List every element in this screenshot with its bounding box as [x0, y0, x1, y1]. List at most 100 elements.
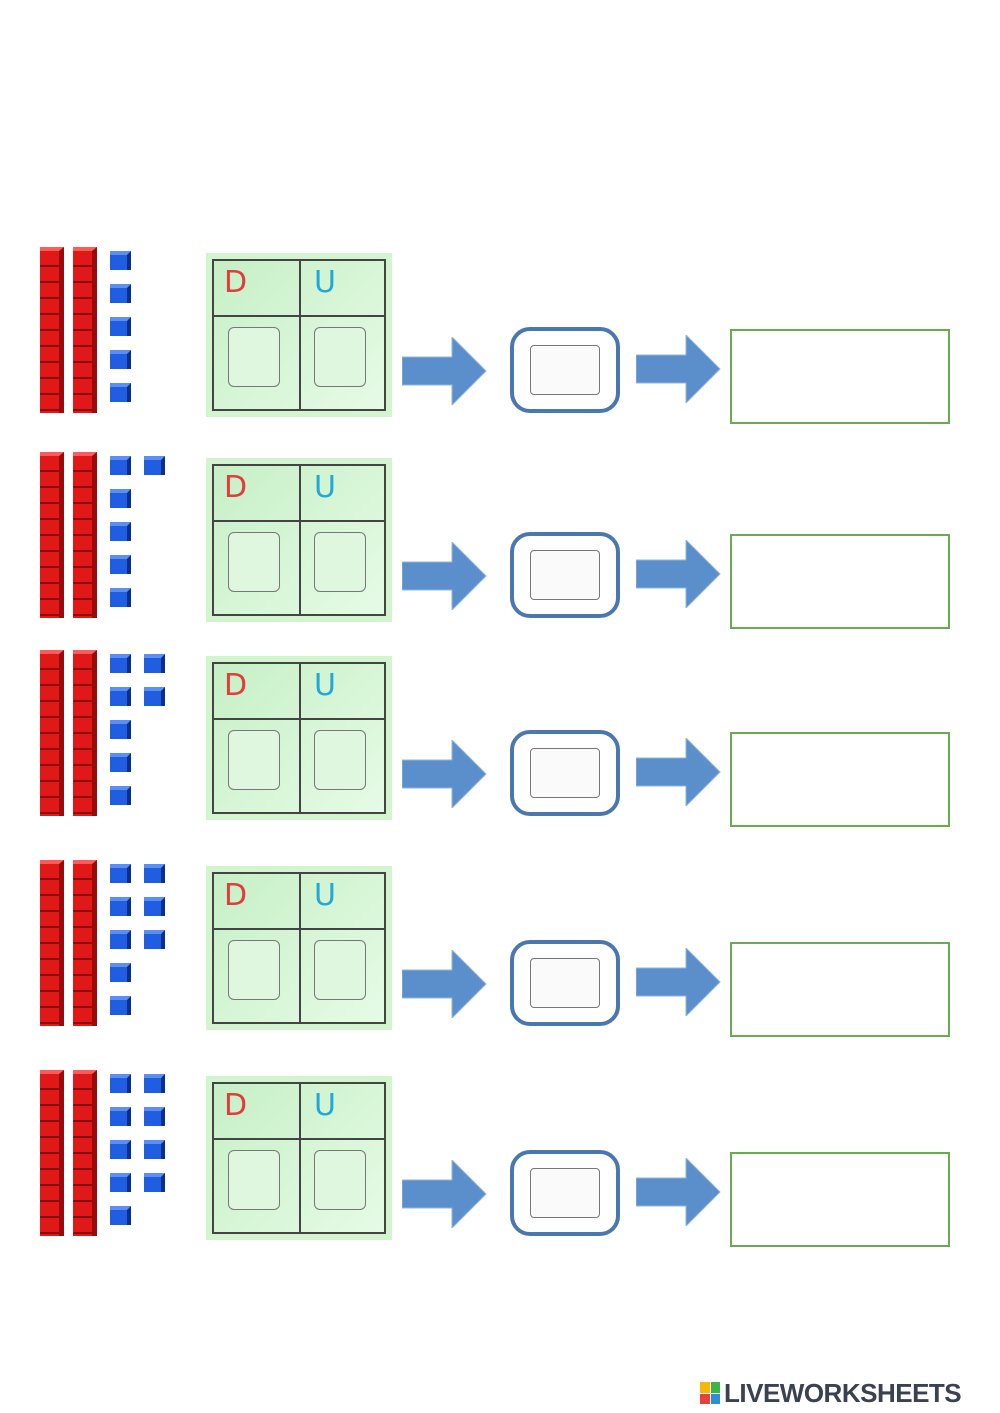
unit-cube [110, 687, 131, 706]
right-arrow-icon [636, 1158, 721, 1226]
units-input-box[interactable] [314, 1150, 366, 1210]
unit-cube [144, 1173, 165, 1192]
tens-rod [40, 1070, 64, 1236]
number-box [510, 1150, 620, 1236]
tens-input-box[interactable] [228, 532, 280, 592]
unit-cube [144, 1140, 165, 1159]
number-input-box[interactable] [530, 958, 600, 1008]
tens-column-label: D [224, 470, 248, 505]
unit-cube [110, 555, 131, 574]
units-input-box[interactable] [314, 327, 366, 387]
units-column-label: U [314, 470, 336, 505]
brand-name: LIVEWORKSHEETS [724, 1377, 962, 1408]
tens-rod [40, 860, 64, 1026]
tens-column-label: D [224, 878, 248, 913]
tens-input-box[interactable] [228, 327, 280, 387]
units-column-label: U [314, 668, 336, 703]
table-divider [299, 466, 301, 614]
number-input-box[interactable] [530, 550, 600, 600]
table-divider [299, 874, 301, 1022]
tens-input-box[interactable] [228, 1150, 280, 1210]
right-arrow-icon [636, 335, 721, 403]
number-box [510, 327, 620, 413]
unit-cube [110, 963, 131, 982]
units-input-box[interactable] [314, 532, 366, 592]
units-column-label: U [314, 1088, 336, 1123]
tens-input-box[interactable] [228, 730, 280, 790]
unit-cube [144, 1107, 165, 1126]
answer-input-box[interactable] [730, 329, 950, 424]
unit-cube [110, 897, 131, 916]
unit-cube [144, 897, 165, 916]
unit-cube [110, 1107, 131, 1126]
number-input-box[interactable] [530, 1168, 600, 1218]
unit-cube [110, 930, 131, 949]
unit-cube [110, 864, 131, 883]
unit-cube [110, 720, 131, 739]
number-box [510, 532, 620, 618]
units-input-box[interactable] [314, 730, 366, 790]
number-box [510, 940, 620, 1026]
answer-input-box[interactable] [730, 942, 950, 1037]
table-divider [214, 520, 384, 522]
tens-rod [73, 452, 97, 618]
unit-cube [144, 687, 165, 706]
right-arrow-icon [636, 948, 721, 1016]
table-divider [214, 1138, 384, 1140]
answer-input-box[interactable] [730, 732, 950, 827]
right-arrow-icon [402, 950, 487, 1018]
answer-input-box[interactable] [730, 1152, 950, 1247]
unit-cube [110, 588, 131, 607]
right-arrow-icon [636, 540, 721, 608]
table-divider [299, 261, 301, 409]
tens-column-label: D [224, 1088, 248, 1123]
table-divider [214, 928, 384, 930]
tens-column-label: D [224, 668, 248, 703]
unit-cube [110, 786, 131, 805]
unit-cube [110, 489, 131, 508]
units-column-label: U [314, 878, 336, 913]
unit-cube [110, 996, 131, 1015]
unit-cube [144, 1074, 165, 1093]
unit-cube [110, 753, 131, 772]
tens-rod [40, 650, 64, 816]
unit-cube [110, 456, 131, 475]
unit-cube [110, 522, 131, 541]
table-divider [299, 664, 301, 812]
tens-rod [73, 247, 97, 413]
unit-cube [110, 284, 131, 303]
right-arrow-icon [402, 740, 487, 808]
tens-rod [40, 452, 64, 618]
units-input-box[interactable] [314, 940, 366, 1000]
unit-cube [110, 654, 131, 673]
right-arrow-icon [402, 1160, 487, 1228]
tens-rod [73, 650, 97, 816]
number-box [510, 730, 620, 816]
unit-cube [110, 251, 131, 270]
number-input-box[interactable] [530, 345, 600, 395]
unit-cube [144, 864, 165, 883]
tens-input-box[interactable] [228, 940, 280, 1000]
answer-input-box[interactable] [730, 534, 950, 629]
unit-cube [110, 350, 131, 369]
units-column-label: U [314, 265, 336, 300]
unit-cube [110, 1173, 131, 1192]
right-arrow-icon [402, 337, 487, 405]
unit-cube [110, 1140, 131, 1159]
unit-cube [110, 317, 131, 336]
unit-cube [110, 1074, 131, 1093]
right-arrow-icon [636, 738, 721, 806]
liveworksheets-logo-icon [700, 1382, 720, 1404]
unit-cube [144, 654, 165, 673]
number-input-box[interactable] [530, 748, 600, 798]
tens-column-label: D [224, 265, 248, 300]
